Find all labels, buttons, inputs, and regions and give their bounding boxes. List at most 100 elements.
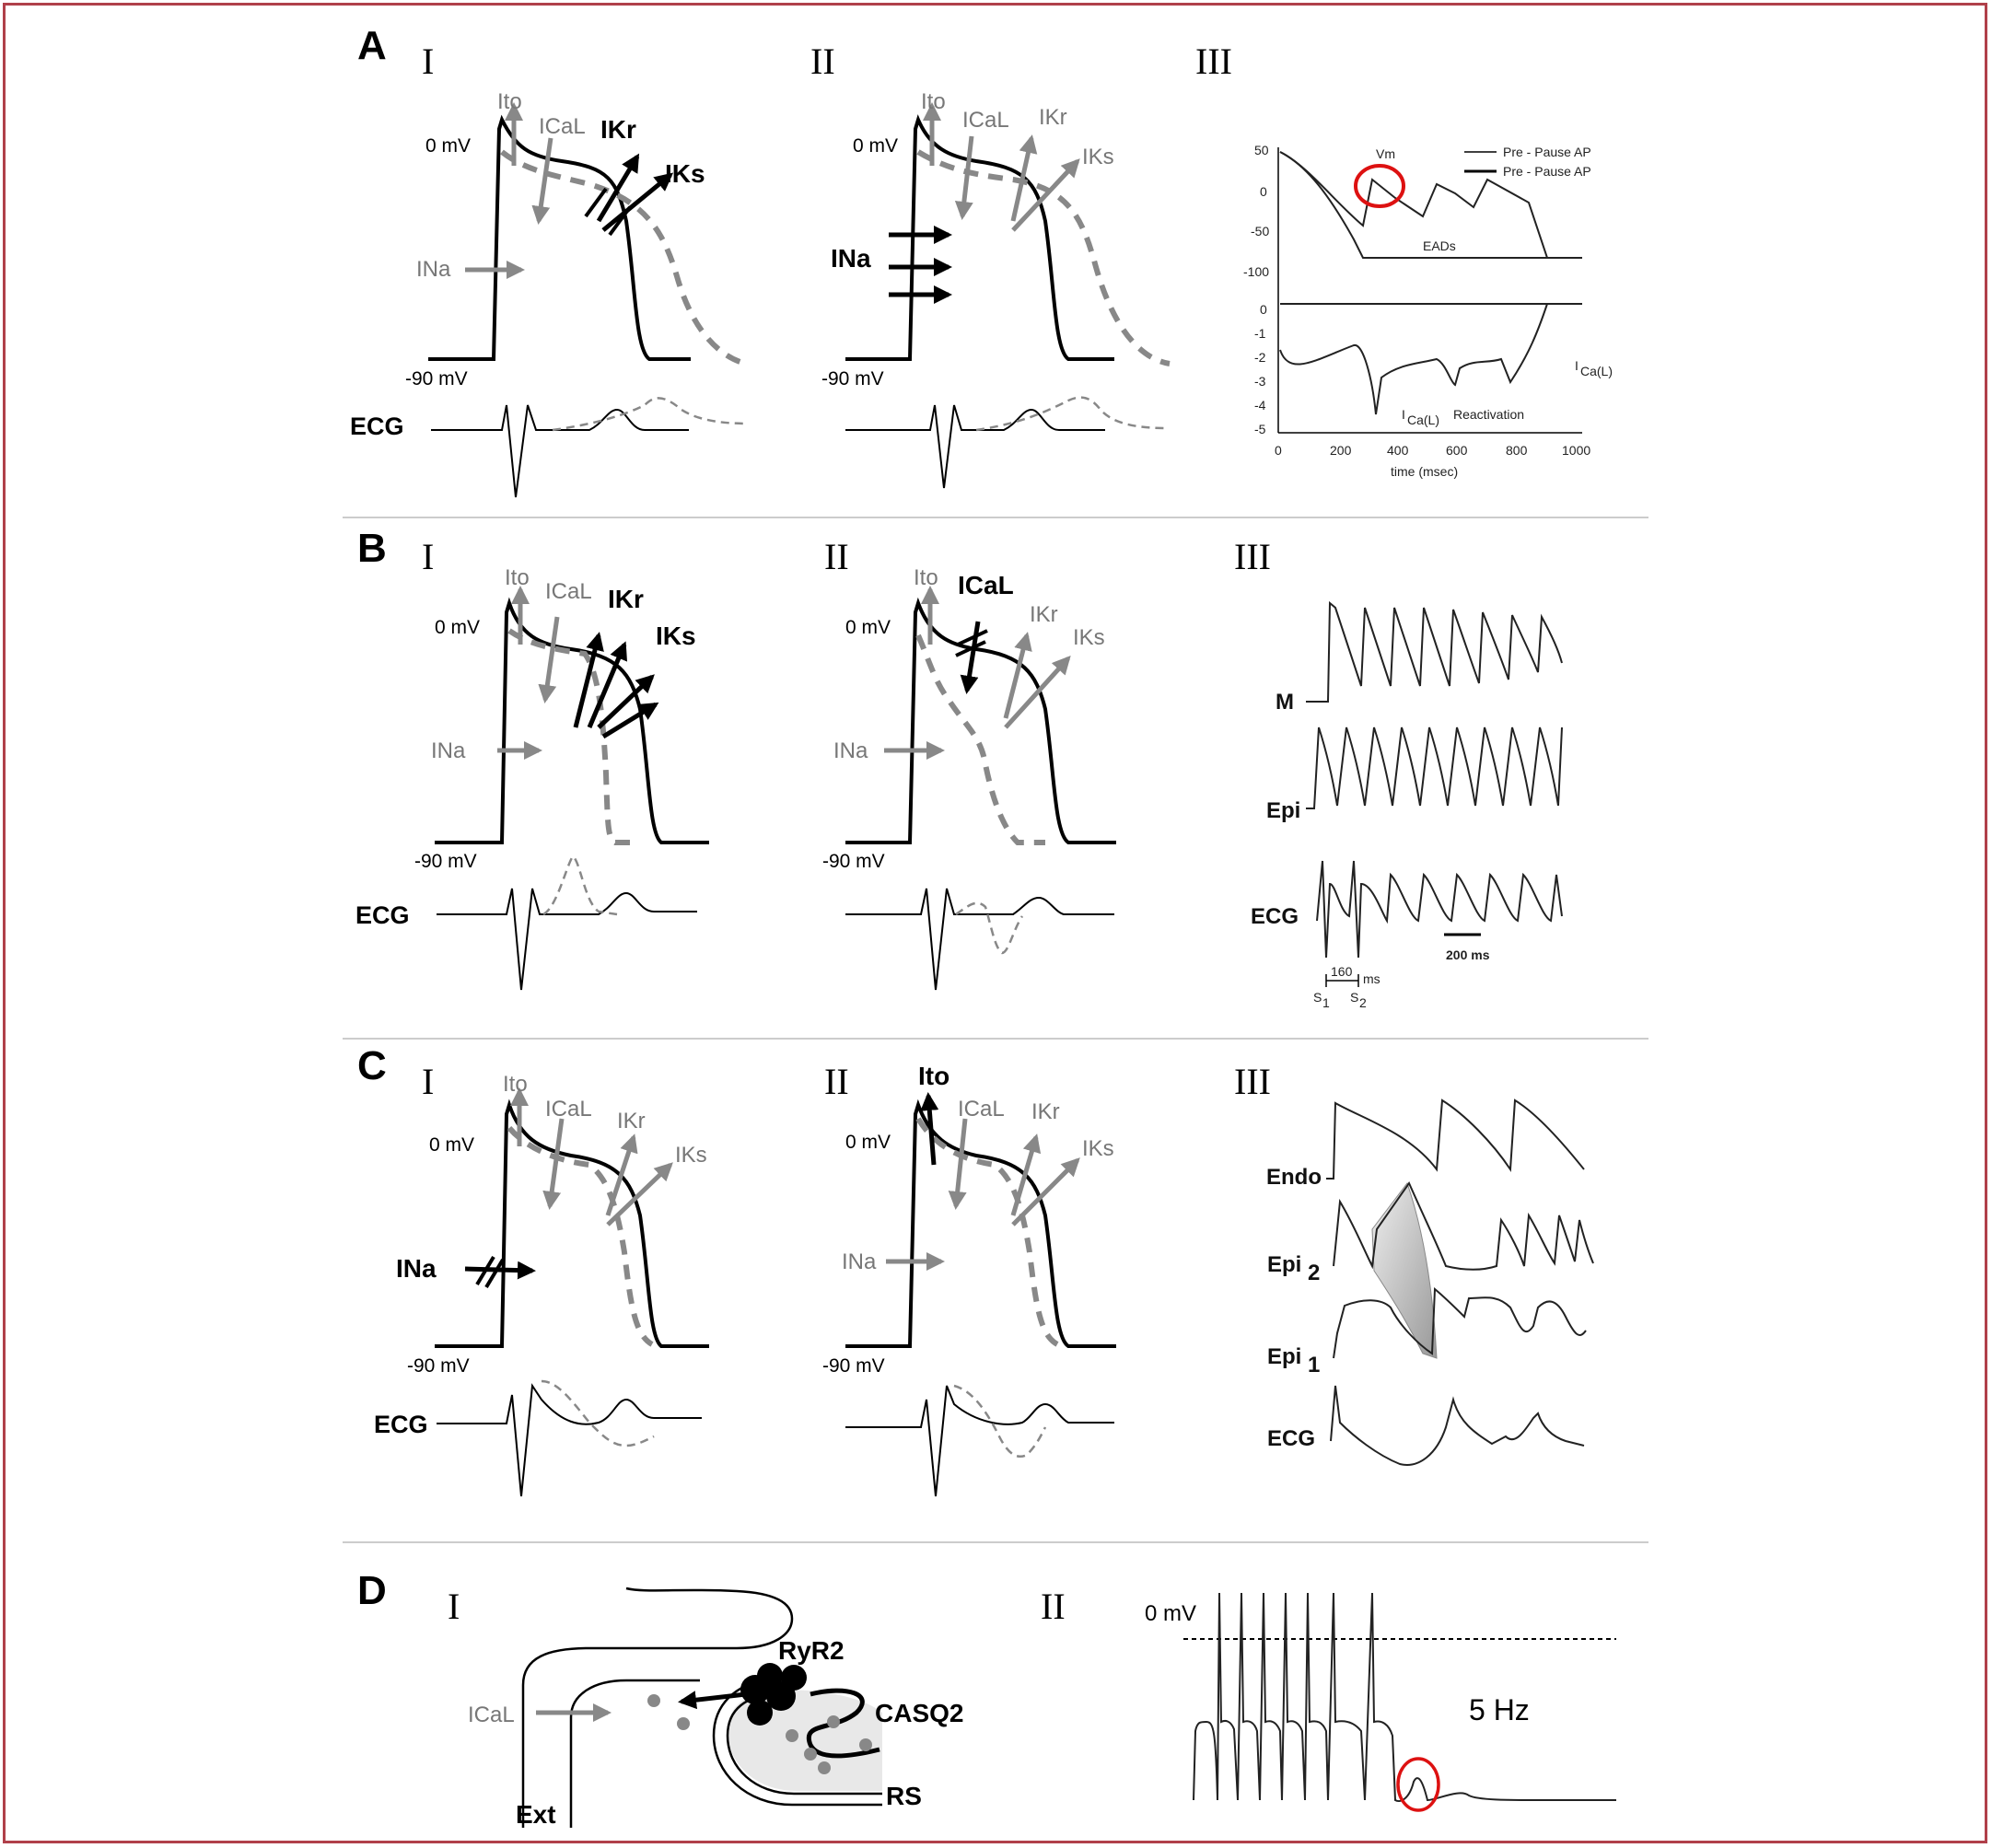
s2-sub: 2	[1359, 995, 1367, 1010]
ikr-label: IKr	[1039, 105, 1067, 130]
endo-label: Endo	[1266, 1165, 1322, 1190]
action-potential-dashed	[915, 633, 1045, 845]
ecg-trace-solid	[845, 888, 1114, 991]
ecg-trace-dashed	[975, 396, 1169, 432]
sub-label-a-ii: II	[810, 41, 835, 82]
zero-mv-label: 0 mV	[435, 617, 480, 638]
ina-label: INa	[833, 738, 868, 763]
ical-label: ICaL	[468, 1703, 515, 1727]
tick: 0	[1260, 184, 1267, 199]
iks-label: IKs	[656, 622, 696, 650]
tick: -100	[1243, 264, 1269, 279]
iks-arrow	[597, 674, 655, 729]
panel-d-i: ICaL RyR2 CASQ2 RS Ext	[468, 1586, 963, 1829]
rs-label: RS	[886, 1782, 922, 1810]
sub-label-d-ii: II	[1041, 1586, 1066, 1627]
ical-label: ICaL	[539, 114, 586, 139]
ikr-label: IKr	[617, 1109, 646, 1133]
scale-label: 200 ms	[1446, 947, 1490, 962]
ecg-trace-dashed	[552, 397, 749, 432]
ical-arrow	[542, 1118, 565, 1210]
iks-arrow	[1011, 158, 1080, 232]
ecg-label: ECG	[1251, 904, 1299, 929]
epi-label: Epi	[1266, 798, 1300, 823]
ecg-trace-solid	[431, 404, 689, 498]
ito-label: Ito	[918, 1062, 949, 1090]
ecg-trace-solid	[437, 888, 697, 991]
ecg-trace-solid	[845, 404, 1105, 489]
ical-label: ICaL	[958, 571, 1014, 599]
block-mark	[957, 629, 988, 646]
ina-label: INa	[416, 257, 451, 282]
ecg-label: ECG	[374, 1411, 428, 1438]
ikr-arrow	[596, 153, 640, 223]
zero-mv-label: 0 mV	[845, 1132, 891, 1153]
ecg-trace	[1330, 1385, 1585, 1466]
ikr-arrow	[587, 641, 627, 728]
ecg-trace-dashed	[955, 901, 1024, 955]
panel-label-d: D	[357, 1568, 387, 1613]
panel-label-a: A	[357, 23, 387, 68]
panel-a-i: Ito ICaL IKr IKs INa 0 mV -90 mV ECG	[350, 89, 749, 498]
s1-sub: 1	[1322, 995, 1330, 1010]
membrane-potential-trace	[1193, 1592, 1616, 1802]
ecg-label: ECG	[350, 413, 404, 440]
tick: 0	[1275, 443, 1282, 458]
ecg-trace-solid	[437, 1383, 702, 1497]
ical-arrow	[538, 616, 560, 703]
ito-label: Ito	[505, 565, 530, 590]
epi1-sub: 1	[1308, 1353, 1320, 1377]
ikr-label: IKr	[600, 115, 636, 144]
ca-ion	[677, 1717, 690, 1730]
panel-label-c: C	[357, 1043, 387, 1088]
ical-label: ICaL	[545, 1097, 592, 1122]
iks-arrow	[1011, 1157, 1080, 1226]
ikr-arrow	[605, 1133, 638, 1216]
iks-arrow	[606, 1162, 673, 1226]
legend-2: Pre - Pause AP	[1503, 164, 1591, 179]
iks-label: IKs	[1073, 625, 1105, 650]
minus90-label: -90 mV	[407, 1355, 470, 1377]
block-mark	[584, 187, 608, 218]
panel-a-iii: 50 0 -50 -100 0 -1 -2 -3 -4 -5 0 200 400…	[1243, 143, 1613, 479]
epi-trace	[1306, 726, 1563, 809]
ical-arrow	[531, 137, 553, 225]
ica-label: I	[1575, 358, 1578, 373]
iks-label: IKs	[1082, 145, 1114, 169]
ical-arrow	[960, 621, 981, 694]
reactivation-label: Reactivation	[1453, 407, 1524, 422]
ca-ion	[804, 1748, 817, 1761]
ical-label: ICaL	[545, 579, 592, 604]
panel-b-ii: Ito ICaL IKr IKs INa 0 mV -90 mV	[822, 565, 1116, 991]
tick: 400	[1387, 443, 1409, 458]
sub-label-a-i: I	[422, 41, 434, 82]
tick: -2	[1254, 350, 1266, 365]
tick: 0	[1260, 302, 1267, 317]
panel-c-i: Ito ICaL IKr IKs INa 0 mV -90 mV ECG	[374, 1072, 709, 1497]
sub-label-c-ii: II	[824, 1061, 849, 1102]
ecg-trace-dashed	[541, 1379, 655, 1447]
tick: 600	[1446, 443, 1468, 458]
casq2-label: CASQ2	[875, 1699, 963, 1727]
legend-1: Pre - Pause AP	[1503, 145, 1591, 159]
minus90-label: -90 mV	[821, 368, 884, 389]
sub-label-c-i: I	[422, 1061, 434, 1102]
ina-label: INa	[831, 244, 871, 273]
block-mark	[955, 640, 986, 657]
shaded-region	[1371, 1181, 1438, 1359]
zero-mv-label: 0 mV	[853, 135, 898, 157]
sub-label-a-iii: III	[1195, 41, 1232, 82]
epi2-label: Epi	[1267, 1252, 1301, 1277]
panel-label-b: B	[357, 526, 387, 571]
block-mark	[608, 205, 632, 237]
ca-ion	[647, 1694, 660, 1707]
ito-arrow	[920, 1092, 939, 1166]
interval-label: 160	[1331, 964, 1353, 979]
sub-label-b-iii: III	[1234, 536, 1271, 577]
ikr-arrow	[1010, 134, 1038, 222]
x-axis-label: time (msec)	[1391, 464, 1458, 479]
ecg-trace-solid	[845, 1385, 1114, 1497]
ecg-trace	[1316, 860, 1563, 959]
minus90-label: -90 mV	[822, 1355, 885, 1377]
vm-label: Vm	[1376, 146, 1395, 161]
